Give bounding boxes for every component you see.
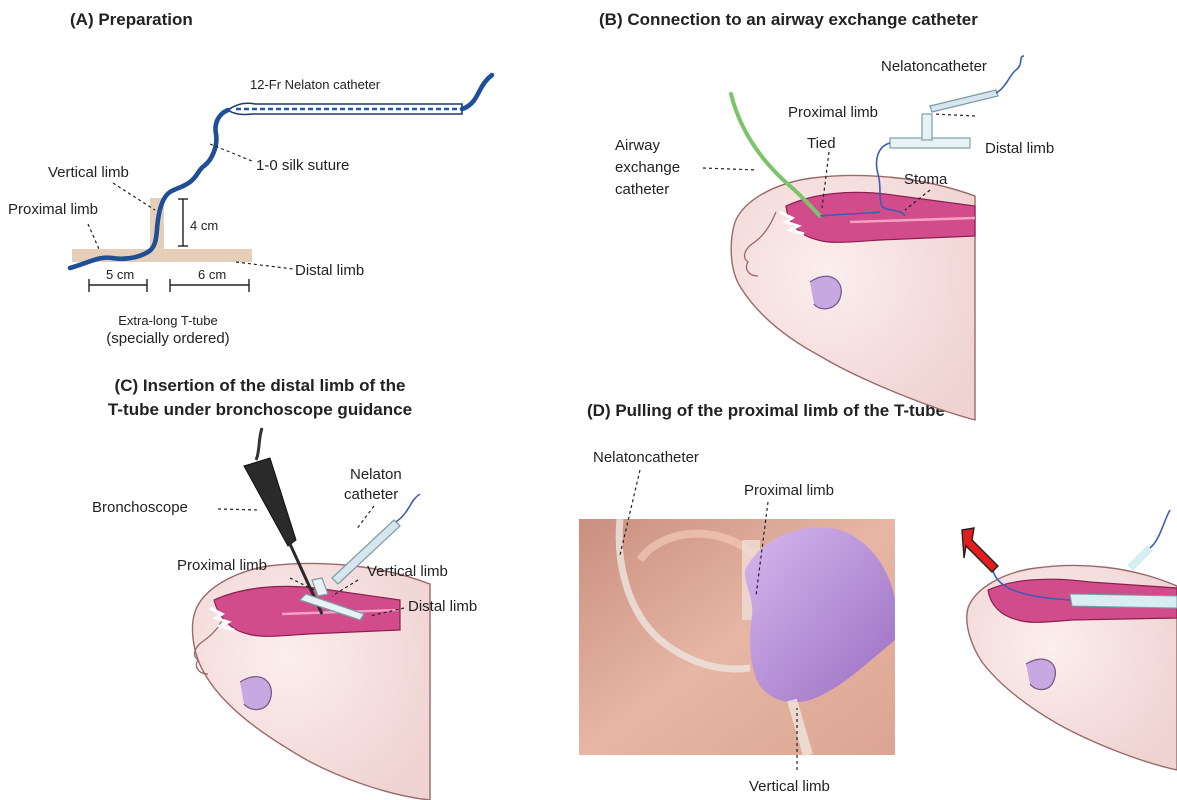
label-bronchoscope: Bronchoscope	[92, 499, 188, 517]
label-nelaton-catheter-a: 12-Fr Nelaton catheter	[250, 76, 380, 94]
label-vertical-limb-a: Vertical limb	[48, 164, 129, 182]
label-distal-limb-b: Distal limb	[985, 140, 1054, 158]
label-nelaton-catheter-b: Nelatoncatheter	[881, 58, 987, 76]
panel-a-diagram	[70, 75, 492, 292]
t-tube-d	[1070, 594, 1177, 608]
label-stoma: Stoma	[904, 171, 947, 189]
ear-d	[1026, 659, 1055, 689]
label-airway-line2: exchange	[615, 159, 680, 177]
bronchoscope-handle	[244, 458, 296, 546]
label-tied: Tied	[807, 135, 836, 153]
label-airway-line3: catheter	[615, 181, 669, 199]
label-6cm: 6 cm	[198, 266, 226, 284]
label-airway-line1: Airway	[615, 137, 660, 155]
label-nelaton-line2-c: catheter	[344, 486, 398, 504]
label-silk-suture: 1-0 silk suture	[256, 157, 349, 175]
label-vertical-limb-c: Vertical limb	[367, 563, 448, 581]
pull-direction-arrow	[962, 528, 998, 572]
label-t-tube-note: (specially ordered)	[70, 330, 266, 348]
label-t-tube-name: Extra-long T-tube	[70, 312, 266, 330]
nelaton-catheter-d	[1130, 548, 1150, 568]
label-proximal-limb-c: Proximal limb	[177, 557, 267, 575]
bronchoscope-cable	[256, 428, 262, 460]
label-5cm: 5 cm	[106, 266, 134, 284]
label-distal-limb-c: Distal limb	[408, 598, 477, 616]
t-tube-b-vertical	[922, 114, 932, 140]
label-nelaton-catheter-d: Nelatoncatheter	[593, 449, 699, 467]
panel-d-photo	[579, 470, 895, 770]
label-proximal-limb-b: Proximal limb	[788, 104, 878, 122]
height-measure	[178, 199, 188, 246]
panel-d-illustration	[962, 510, 1177, 770]
ear-b	[810, 276, 841, 309]
nelaton-suture-b	[996, 56, 1024, 93]
nelaton-suture-c	[396, 494, 420, 522]
silk-suture	[70, 110, 228, 268]
nelaton-suture-d	[1150, 510, 1170, 548]
nelaton-catheter-a	[228, 103, 462, 114]
label-height-4cm: 4 cm	[190, 217, 218, 235]
label-vertical-limb-d: Vertical limb	[749, 778, 830, 796]
ear-c	[240, 677, 271, 710]
nelaton-catheter-b	[930, 90, 998, 112]
label-nelaton-line1-c: Nelaton	[350, 466, 402, 484]
label-distal-limb-a: Distal limb	[295, 262, 364, 280]
suture-tail	[462, 75, 492, 109]
label-proximal-limb-a: Proximal limb	[8, 201, 98, 219]
label-proximal-limb-d: Proximal limb	[744, 482, 834, 500]
